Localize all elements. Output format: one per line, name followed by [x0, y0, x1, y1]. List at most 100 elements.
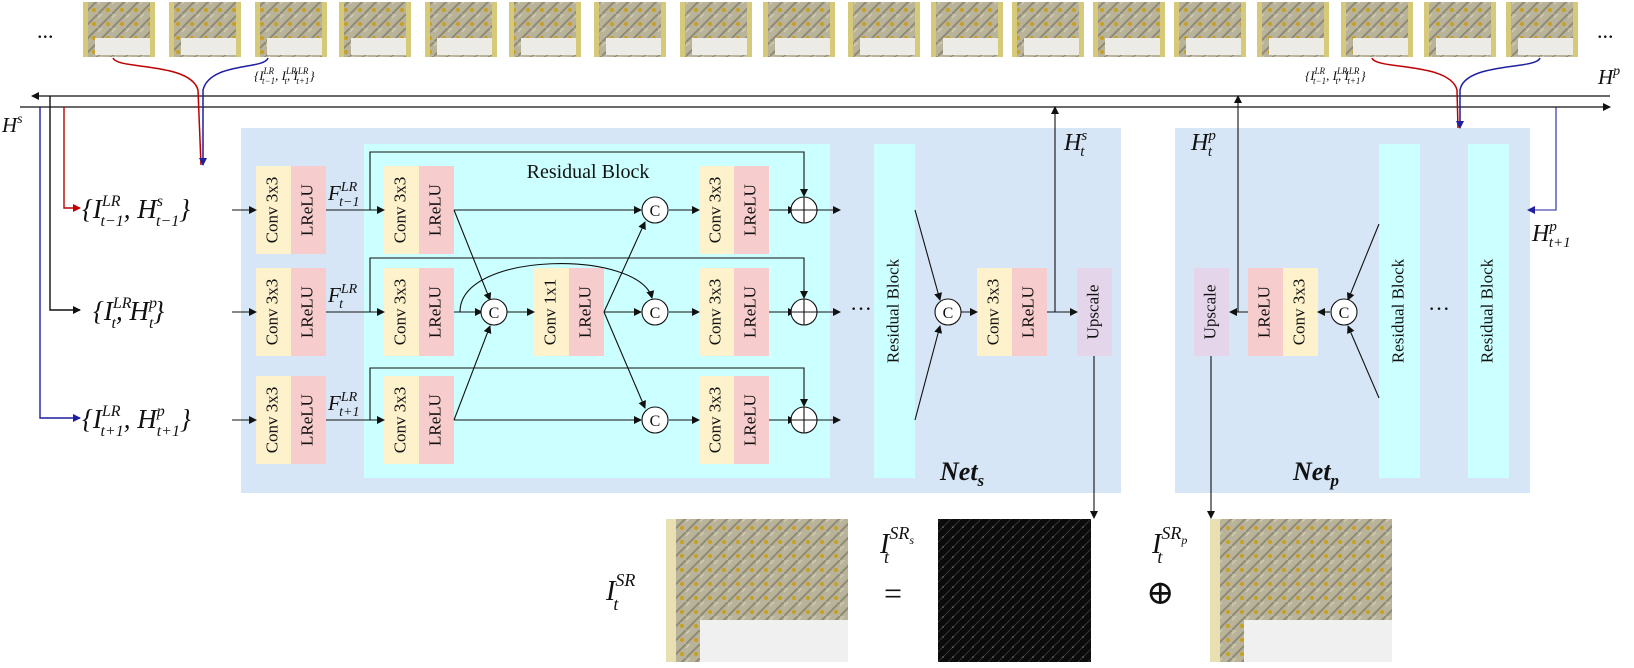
upscale-p-block: Upscale — [1194, 268, 1229, 356]
conv3x3-input-block: Conv 3x3 — [256, 268, 291, 356]
video-frame-thumb — [1093, 2, 1165, 57]
conv3x3-input-block-text: Conv 3x3 — [262, 279, 281, 346]
video-frame-thumb — [594, 2, 666, 57]
lrelu-input-block-text: LReLU — [297, 286, 316, 338]
concat-text: C — [1339, 305, 1350, 322]
lrelu-rb-out-block-text: LReLU — [740, 184, 759, 236]
residual-block-p2: Residual Block — [1468, 144, 1509, 478]
concat-node: C — [641, 406, 669, 434]
conv3x3-rb-block-text: Conv 3x3 — [390, 387, 409, 454]
lrelu-rb-out-block: LReLU — [734, 268, 769, 356]
video-frame-thumb — [680, 2, 752, 57]
equals-sign: = — [884, 575, 902, 611]
concat-text: C — [650, 413, 661, 430]
conv3x3-rb-block-text: Conv 3x3 — [390, 279, 409, 346]
conv3x3-rb-out-block: Conv 3x3 — [699, 166, 734, 254]
h-s-label: Hs — [1, 112, 23, 137]
residual-block-p2-text: Residual Block — [1477, 258, 1496, 363]
upscale-s-block-text: Upscale — [1083, 285, 1102, 340]
hidden-state-lines — [20, 92, 1611, 111]
add-node — [790, 196, 818, 224]
lrelu-fuse-block-text: LReLU — [575, 286, 594, 338]
add-node — [790, 298, 818, 326]
residual-block-p1: Residual Block — [1379, 144, 1420, 478]
concat-node: C — [934, 298, 962, 326]
video-frame-thumb — [1424, 2, 1496, 57]
conv3x3-rb-out-block: Conv 3x3 — [699, 376, 734, 464]
input-feed-arrows — [39, 96, 81, 422]
video-frame-thumb — [848, 2, 920, 57]
concat-node: C — [641, 196, 669, 224]
op-nodes: C C C C C C — [480, 196, 1358, 434]
residual-ellipsis-p: ··· — [1428, 296, 1450, 321]
residual-block-s-tall: Residual Block — [874, 144, 915, 478]
conv3x3-input-block: Conv 3x3 — [256, 376, 291, 464]
concat-node: C — [641, 298, 669, 326]
sr-s-output-image — [938, 519, 1091, 662]
lrelu-rb-block: LReLU — [419, 376, 454, 464]
lrelu-rb-out-block-text: LReLU — [740, 286, 759, 338]
conv3x3-input-block-text: Conv 3x3 — [262, 177, 281, 244]
lrelu-s-out-block: LReLU — [1012, 268, 1047, 356]
residual-ellipsis-s: ··· — [850, 296, 872, 321]
output-images — [666, 519, 1392, 662]
concat-text: C — [650, 305, 661, 322]
net-s-label: Nets — [939, 457, 985, 490]
conv3x3-input-block: Conv 3x3 — [256, 166, 291, 254]
concat-text: C — [943, 305, 954, 322]
conv3x3-rb-out-block-text: Conv 3x3 — [705, 279, 724, 346]
lrelu-fuse-block: LReLU — [569, 268, 604, 356]
connections — [232, 95, 1557, 519]
frame-gather-arrows — [112, 57, 1541, 166]
concat-node: C — [1330, 298, 1358, 326]
conv3x3-rb-block: Conv 3x3 — [384, 376, 419, 464]
lrelu-rb-block: LReLU — [419, 268, 454, 356]
lrelu-rb-out-block: LReLU — [734, 376, 769, 464]
net-p-label: Netp — [1292, 457, 1339, 490]
video-frame-thumb — [931, 2, 1003, 57]
video-frame-thumb — [255, 2, 327, 57]
video-frame-thumb — [339, 2, 411, 57]
conv3x3-rb-block: Conv 3x3 — [384, 166, 419, 254]
ellipsis-left: ... — [37, 18, 54, 43]
video-frame-thumb — [169, 2, 241, 57]
video-frame-thumb — [1012, 2, 1084, 57]
lrelu-rb-out-block-text: LReLU — [740, 394, 759, 446]
video-frame-strip — [83, 2, 1578, 57]
lrelu-rb-block-text: LReLU — [425, 184, 444, 236]
lrelu-rb-out-block: LReLU — [734, 166, 769, 254]
conv3x3-rb-block-text: Conv 3x3 — [390, 177, 409, 244]
lrelu-rb-block-text: LReLU — [425, 394, 444, 446]
residual-block-s-tall-text: Residual Block — [883, 258, 902, 363]
conv3x3-rb-out-block-text: Conv 3x3 — [705, 387, 724, 454]
ellipsis-right: ... — [1597, 18, 1614, 43]
video-frame-thumb — [1341, 2, 1413, 57]
lrelu-s-out-block-text: LReLU — [1018, 286, 1037, 338]
conv3x3-p-block: Conv 3x3 — [1283, 268, 1318, 356]
concat-node: C — [480, 298, 508, 326]
conv3x3-rb-out-block-text: Conv 3x3 — [705, 177, 724, 244]
conv3x3-input-block-text: Conv 3x3 — [262, 387, 281, 454]
lrelu-p-block: LReLU — [1248, 268, 1283, 356]
lrelu-input-block: LReLU — [291, 166, 326, 254]
conv3x3-p-block-text: Conv 3x3 — [1289, 279, 1308, 346]
residual-block-title: Residual Block — [527, 161, 650, 183]
video-frame-thumb — [763, 2, 835, 57]
video-frame-thumb — [425, 2, 497, 57]
conv1x1-block: Conv 1x1 — [534, 268, 569, 356]
oplus-sign: ⊕ — [1146, 575, 1175, 612]
conv3x3-s-out-block-text: Conv 3x3 — [983, 279, 1002, 346]
